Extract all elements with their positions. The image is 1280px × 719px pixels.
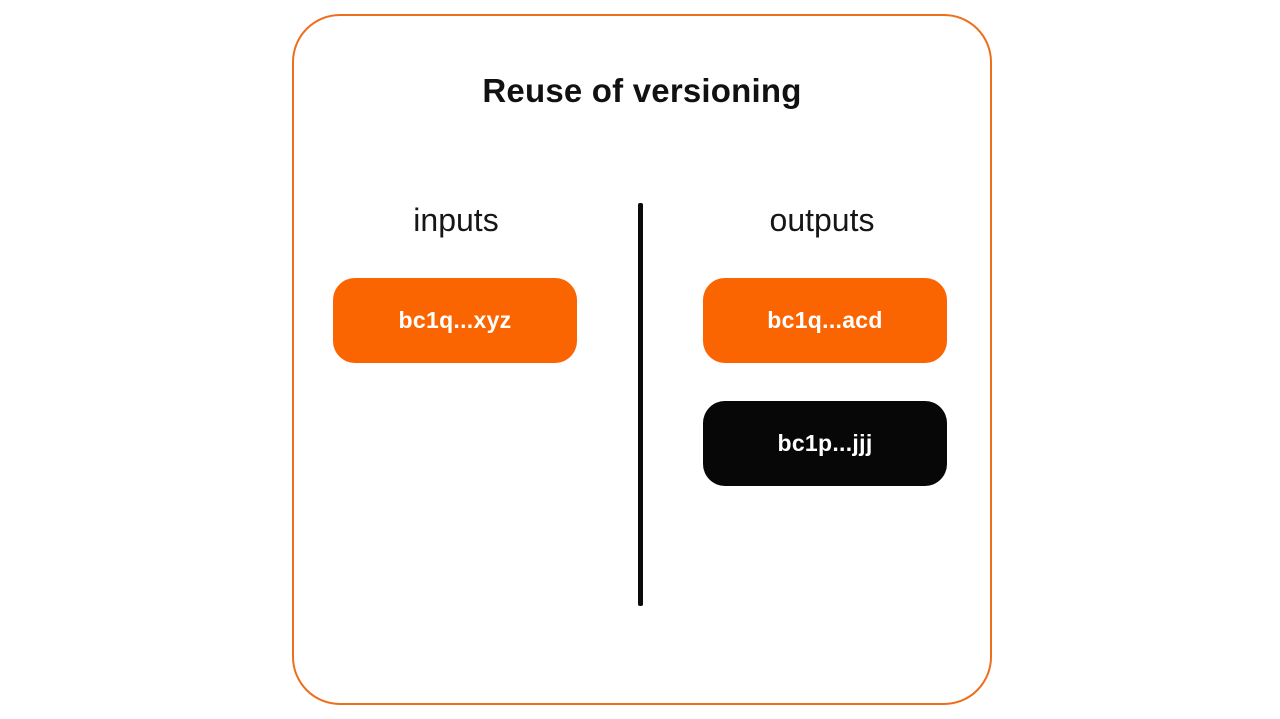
output-address-pill-orange: bc1q...acd — [703, 278, 947, 363]
column-divider-line — [638, 203, 643, 606]
input-address-pill: bc1q...xyz — [333, 278, 577, 363]
diagram-title: Reuse of versioning — [482, 72, 802, 109]
inputs-column-label: inputs — [413, 202, 499, 238]
output-address-pill-black: bc1p...jjj — [703, 401, 947, 486]
outputs-column-label: outputs — [769, 202, 875, 238]
